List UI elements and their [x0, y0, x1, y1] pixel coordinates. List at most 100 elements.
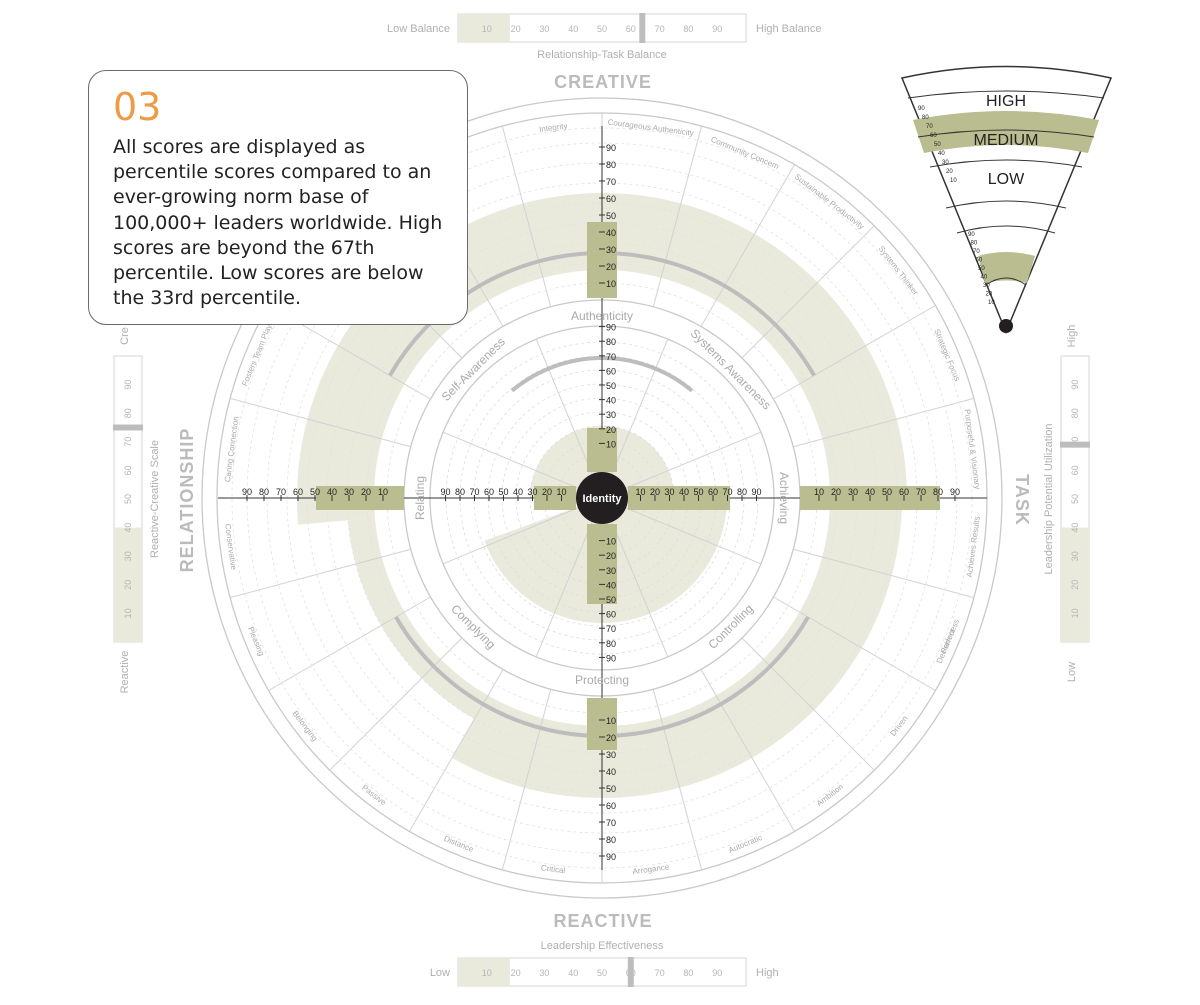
identity-hub [576, 472, 628, 524]
outer-dimension-label: Ambition [815, 782, 845, 808]
authenticity-scale-label: 80 [606, 337, 616, 347]
authenticity-scale-label: 60 [606, 366, 616, 376]
relationship-task-balance-tick-label: 70 [655, 24, 665, 34]
creative-scale-label: 70 [606, 177, 616, 187]
legend-mini-tick-label: 80 [971, 241, 978, 247]
protecting-scale-label: 90 [606, 653, 616, 663]
legend-divider [945, 200, 1067, 209]
leadership-potential-utilization-tick-label: 80 [1070, 408, 1080, 418]
outer-spoke [741, 637, 875, 771]
inner-spoke [442, 507, 579, 565]
legend-band-label: MEDIUM [974, 132, 1039, 149]
reactive-creative-scale-tick-label: 30 [123, 551, 133, 561]
outer-spoke [793, 397, 975, 448]
leadership-effectiveness-caption: Leadership Effectiveness [541, 940, 664, 952]
outer-dimension-label: Arrogance [632, 862, 670, 876]
task-outer-scale-label: 80 [933, 487, 943, 497]
leadership-potential-utilization-caption: Leadership Potential Utilization [1043, 423, 1055, 574]
axis-title-relationship: RELATIONSHIP [177, 428, 197, 573]
legend-tick-label: 70 [926, 124, 933, 130]
legend-band-label: HIGH [986, 93, 1026, 110]
leadership-potential-utilization-tick-label: 30 [1070, 551, 1080, 561]
inner-spoke [611, 338, 669, 475]
creative-scale-label: 40 [606, 228, 616, 238]
legend-tick-label: 30 [942, 160, 949, 166]
reactive-creative-scale-tick-label: 50 [123, 494, 133, 504]
outer-spoke [329, 637, 463, 771]
outer-spoke [700, 669, 795, 832]
bar-protecting [587, 524, 617, 604]
relationship-inner-scale-label: 80 [455, 487, 465, 497]
reactive-creative-scale-tick-label: 80 [123, 408, 133, 418]
reactive-creative-scale-tick-label: 40 [123, 523, 133, 533]
task-inner-scale-label: 10 [635, 487, 645, 497]
authenticity-scale-label: 50 [606, 381, 616, 391]
leadership-effectiveness-tick-label: 40 [568, 968, 578, 978]
protecting-scale-label: 30 [606, 566, 616, 576]
inner-dimension-label: Authenticity [571, 309, 633, 323]
relationship-task-balance-tick-label: 60 [626, 24, 636, 34]
protecting-scale-label: 10 [606, 537, 616, 547]
task-outer-scale-label: 40 [865, 487, 875, 497]
outer-ring [201, 97, 1003, 899]
leadership-effectiveness-high-label: High [756, 967, 779, 979]
task-outer-scale-label: 20 [831, 487, 841, 497]
leadership-effectiveness-marker [627, 957, 634, 987]
relationship-outer-scale-label: 10 [378, 487, 388, 497]
relationship-task-balance-tick-label: 10 [482, 24, 492, 34]
protecting-scale-label: 70 [606, 624, 616, 634]
bar-relationship-outer [316, 486, 404, 510]
relationship-inner-scale-label: 90 [440, 487, 450, 497]
relationship-task-balance-tick-label: 90 [712, 24, 722, 34]
task-outer-scale-label: 10 [814, 487, 824, 497]
relationship-task-balance-high-label: High Balance [756, 23, 821, 35]
bar-relationship-inner [534, 486, 576, 510]
band-outer-reactive [452, 487, 902, 798]
inner-spoke [535, 521, 593, 658]
relationship-inner-scale-label: 40 [513, 487, 523, 497]
callout-number: 03 [113, 85, 162, 129]
relationship-outer-scale-label: 50 [310, 487, 320, 497]
leadership-effectiveness-tick-label: 80 [683, 968, 693, 978]
creative-scale-label: 60 [606, 194, 616, 204]
legend-mini-tick-label: 50 [978, 266, 985, 272]
protecting-scale-label: 40 [606, 580, 616, 590]
legend-mini-tick-label: 20 [986, 292, 993, 298]
legend-divider [929, 159, 1083, 168]
relationship-task-balance-fill [458, 14, 510, 42]
leadership-effectiveness-low-label: Low [430, 967, 450, 979]
reactive-scale-label: 80 [606, 835, 616, 845]
leadership-effectiveness-tick-label: 90 [712, 968, 722, 978]
reactive-creative-scale-caption: Reactive-Creative Scale [149, 440, 161, 558]
relationship-task-balance-low-label: Low Balance [387, 23, 450, 35]
relationship-outer-scale-label: 70 [276, 487, 286, 497]
leadership-effectiveness-tick-label: 50 [597, 968, 607, 978]
outer-spoke [700, 164, 795, 327]
authenticity-scale-label: 30 [606, 410, 616, 420]
leadership-potential-utilization-tick-label: 90 [1070, 380, 1080, 390]
authenticity-scale-label: 40 [606, 396, 616, 406]
task-outer-scale-label: 30 [848, 487, 858, 497]
leadership-potential-utilization-low-label: Low [1066, 662, 1078, 682]
authenticity-scale-label: 20 [606, 425, 616, 435]
relationship-inner-scale-label: 20 [542, 487, 552, 497]
bar-protecting-outer [587, 698, 617, 750]
relationship-inner-scale-label: 60 [484, 487, 494, 497]
leadership-effectiveness-tick-label: 30 [539, 968, 549, 978]
outer-spoke [741, 225, 875, 359]
axis-title-creative: CREATIVE [554, 72, 652, 92]
reactive-scale-label: 50 [606, 784, 616, 794]
legend-tick-label: 60 [930, 133, 937, 139]
relationship-inner-scale-label: 10 [556, 487, 566, 497]
creative-scale-label: 50 [606, 211, 616, 221]
relationship-task-balance-tick-label: 20 [511, 24, 521, 34]
reactive-scale-label: 60 [606, 801, 616, 811]
outer-dimension-label: Autocratic [727, 833, 763, 855]
outer-dimension-label: Perfect [939, 627, 957, 655]
creative-scale-label: 20 [606, 262, 616, 272]
outer-dimension-label: Critical [540, 863, 566, 875]
leadership-potential-utilization-tick-label: 60 [1070, 465, 1080, 475]
outer-dimension-label: Sustainable Productivity [793, 172, 866, 231]
reactive-creative-scale-marker [113, 424, 143, 431]
outer-spoke [652, 689, 703, 871]
